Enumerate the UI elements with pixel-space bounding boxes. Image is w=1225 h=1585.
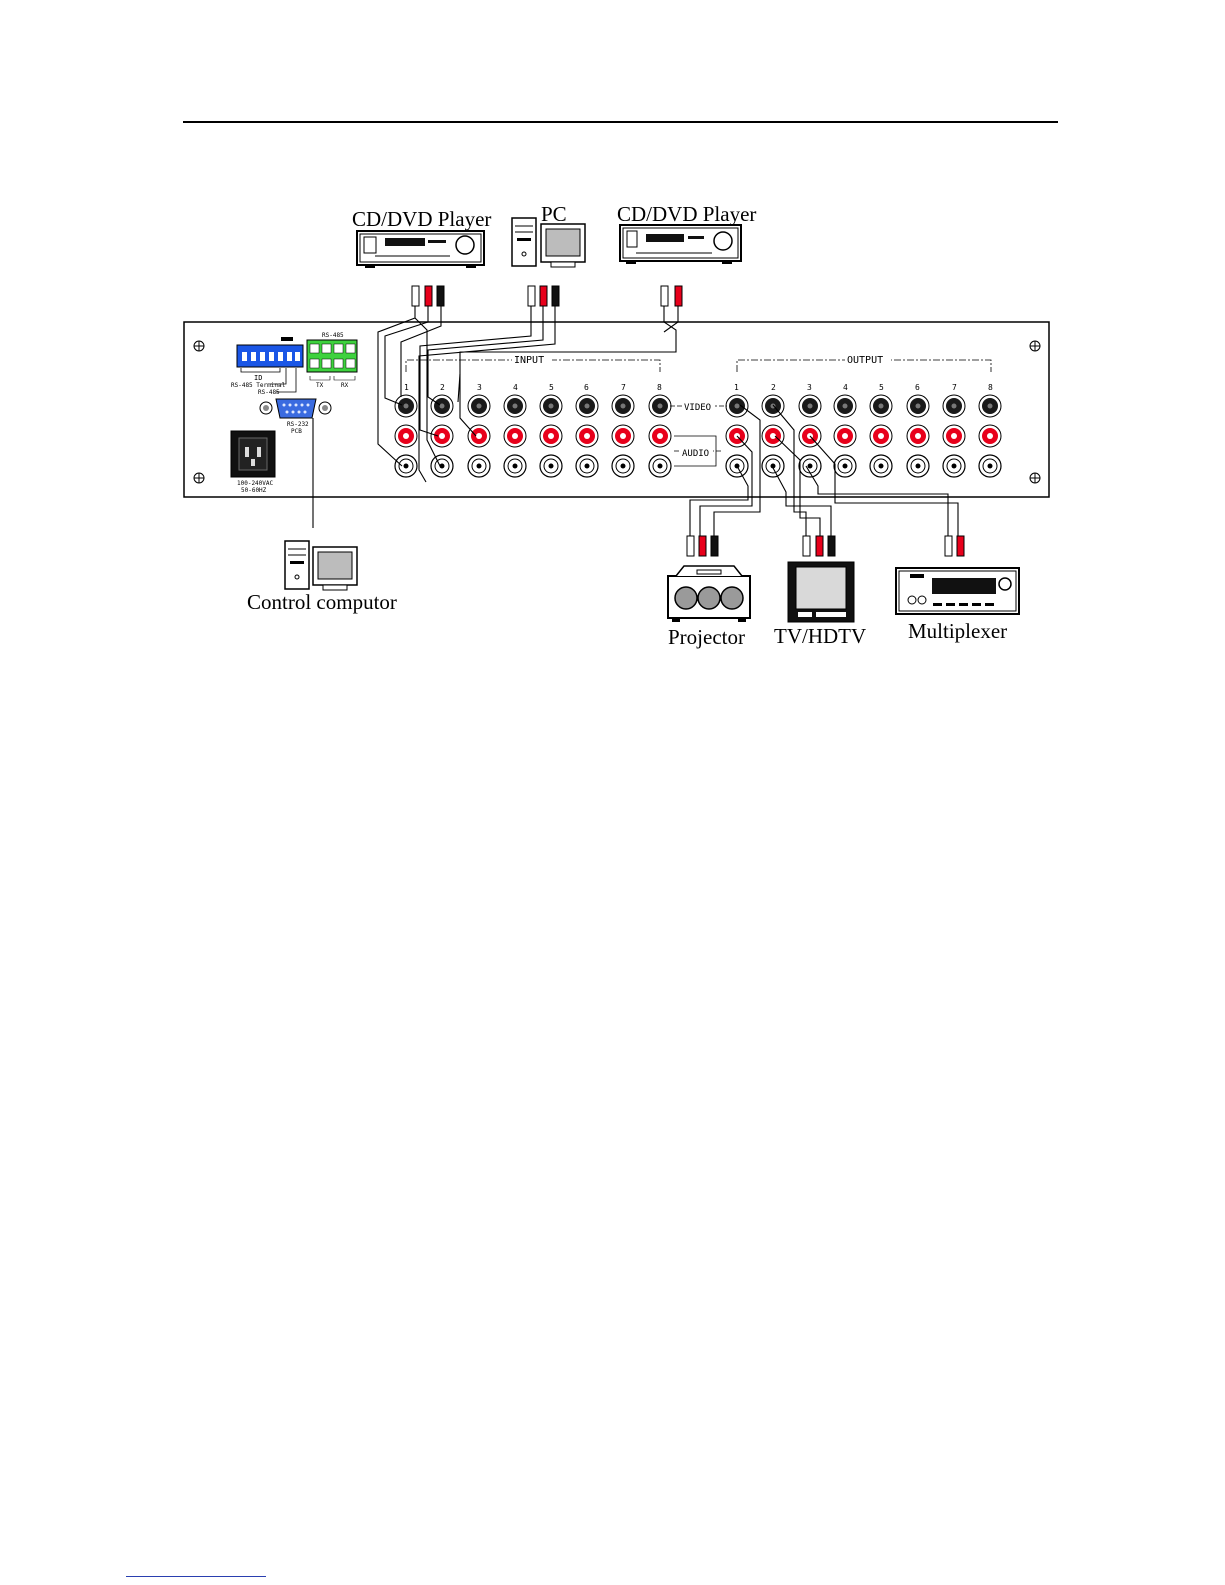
input-audio-jack-5[interactable] <box>540 425 562 447</box>
input-video-jack-4[interactable] <box>504 455 526 477</box>
input-audio-jack-3[interactable] <box>468 425 490 447</box>
input-svideo-jack-8[interactable] <box>649 395 671 417</box>
output-audio-jack-2[interactable] <box>762 425 784 447</box>
control-computer-icon <box>285 541 357 590</box>
output-audio-jack-5[interactable] <box>870 425 892 447</box>
output-number-1: 1 <box>734 383 739 392</box>
output-svideo-jack-4[interactable] <box>834 395 856 417</box>
input-video-jack-3[interactable] <box>468 455 490 477</box>
label-input: INPUT <box>514 355 544 366</box>
input-number-3: 3 <box>477 383 482 392</box>
label-power-2: 50-60HZ <box>241 487 267 494</box>
input-audio-jack-7[interactable] <box>612 425 634 447</box>
output-number-8: 8 <box>988 383 993 392</box>
output-audio-jack-7[interactable] <box>943 425 965 447</box>
label-output: OUTPUT <box>847 355 883 366</box>
label-dip-sub2: RS-485 <box>258 389 280 396</box>
input-svideo-jack-4[interactable] <box>504 395 526 417</box>
label-dip-id: ID <box>254 374 262 382</box>
input-audio-jack-6[interactable] <box>576 425 598 447</box>
label-src-right: CD/DVD Player <box>617 202 756 226</box>
output-svideo-jack-6[interactable] <box>907 395 929 417</box>
input-video-jack-8[interactable] <box>649 455 671 477</box>
label-dip-sub: RS-485 Terminal <box>231 382 286 389</box>
output-video-jack-2[interactable] <box>762 455 784 477</box>
input-svideo-jack-7[interactable] <box>612 395 634 417</box>
input-svideo-jack-6[interactable] <box>576 395 598 417</box>
input-svideo-jack-3[interactable] <box>468 395 490 417</box>
output-number-2: 2 <box>771 383 776 392</box>
input-video-jack-6[interactable] <box>576 455 598 477</box>
label-power-1: 100-240VAC <box>237 480 274 487</box>
label-src-left: CD/DVD Player <box>352 207 491 231</box>
output-number-4: 4 <box>843 383 848 392</box>
label-rs232: RS-232 <box>287 421 309 428</box>
label-control: Control computor <box>247 590 397 614</box>
label-tv: TV/HDTV <box>774 624 866 648</box>
input-video-jack-1[interactable] <box>395 455 417 477</box>
output-number-3: 3 <box>807 383 812 392</box>
label-rs232-sub: PCB <box>291 428 302 435</box>
output-video-jack-5[interactable] <box>870 455 892 477</box>
power-inlet[interactable] <box>231 431 275 477</box>
output-video-jack-8[interactable] <box>979 455 1001 477</box>
input-number-6: 6 <box>584 383 589 392</box>
plugs-src-right <box>661 286 682 306</box>
input-number-4: 4 <box>513 383 518 392</box>
input-video-jack-2[interactable] <box>431 455 453 477</box>
plugs-src-pc <box>528 286 559 306</box>
output-svideo-jack-1[interactable] <box>726 395 748 417</box>
plugs-src-left <box>412 286 444 306</box>
input-video-jack-7[interactable] <box>612 455 634 477</box>
output-number-5: 5 <box>879 383 884 392</box>
label-projector: Projector <box>668 625 745 649</box>
output-svideo-jack-5[interactable] <box>870 395 892 417</box>
plugs-multiplexer <box>945 536 964 556</box>
input-audio-jack-1[interactable] <box>395 425 417 447</box>
plugs-projector <box>687 536 718 556</box>
output-audio-jack-8[interactable] <box>979 425 1001 447</box>
label-audio: AUDIO <box>682 449 709 459</box>
output-svideo-jack-3[interactable] <box>799 395 821 417</box>
input-svideo-jack-5[interactable] <box>540 395 562 417</box>
input-number-7: 7 <box>621 383 626 392</box>
label-video: VIDEO <box>684 403 711 413</box>
connection-diagram: CD/DVD Player PC CD/DVD Player <box>0 0 1225 700</box>
projector-icon <box>668 566 750 622</box>
label-term-tx: TX <box>316 382 324 389</box>
output-video-jack-4[interactable] <box>834 455 856 477</box>
cd-dvd-player-right <box>620 225 741 264</box>
multiplexer-icon <box>896 568 1019 614</box>
output-video-jack-6[interactable] <box>907 455 929 477</box>
output-audio-jack-6[interactable] <box>907 425 929 447</box>
input-number-2: 2 <box>440 383 445 392</box>
output-video-jack-7[interactable] <box>943 455 965 477</box>
input-svideo-jack-1[interactable] <box>395 395 417 417</box>
label-term-rx: RX <box>341 382 349 389</box>
output-audio-jack-4[interactable] <box>834 425 856 447</box>
output-svideo-jack-7[interactable] <box>943 395 965 417</box>
tv-icon <box>788 562 854 622</box>
input-audio-jack-8[interactable] <box>649 425 671 447</box>
plugs-tv <box>803 536 835 556</box>
input-number-8: 8 <box>657 383 662 392</box>
output-svideo-jack-8[interactable] <box>979 395 1001 417</box>
cd-dvd-player-left <box>357 231 484 268</box>
input-number-5: 5 <box>549 383 554 392</box>
input-video-jack-5[interactable] <box>540 455 562 477</box>
input-audio-jack-4[interactable] <box>504 425 526 447</box>
input-number-1: 1 <box>404 383 409 392</box>
output-number-6: 6 <box>915 383 920 392</box>
label-mux: Multiplexer <box>908 619 1007 643</box>
label-src-pc: PC <box>541 202 567 226</box>
footer-link-rule <box>126 1576 266 1577</box>
input-svideo-jack-2[interactable] <box>431 395 453 417</box>
output-number-7: 7 <box>952 383 957 392</box>
label-rs485-top: RS-485 <box>322 332 344 339</box>
input-audio-jack-2[interactable] <box>431 425 453 447</box>
